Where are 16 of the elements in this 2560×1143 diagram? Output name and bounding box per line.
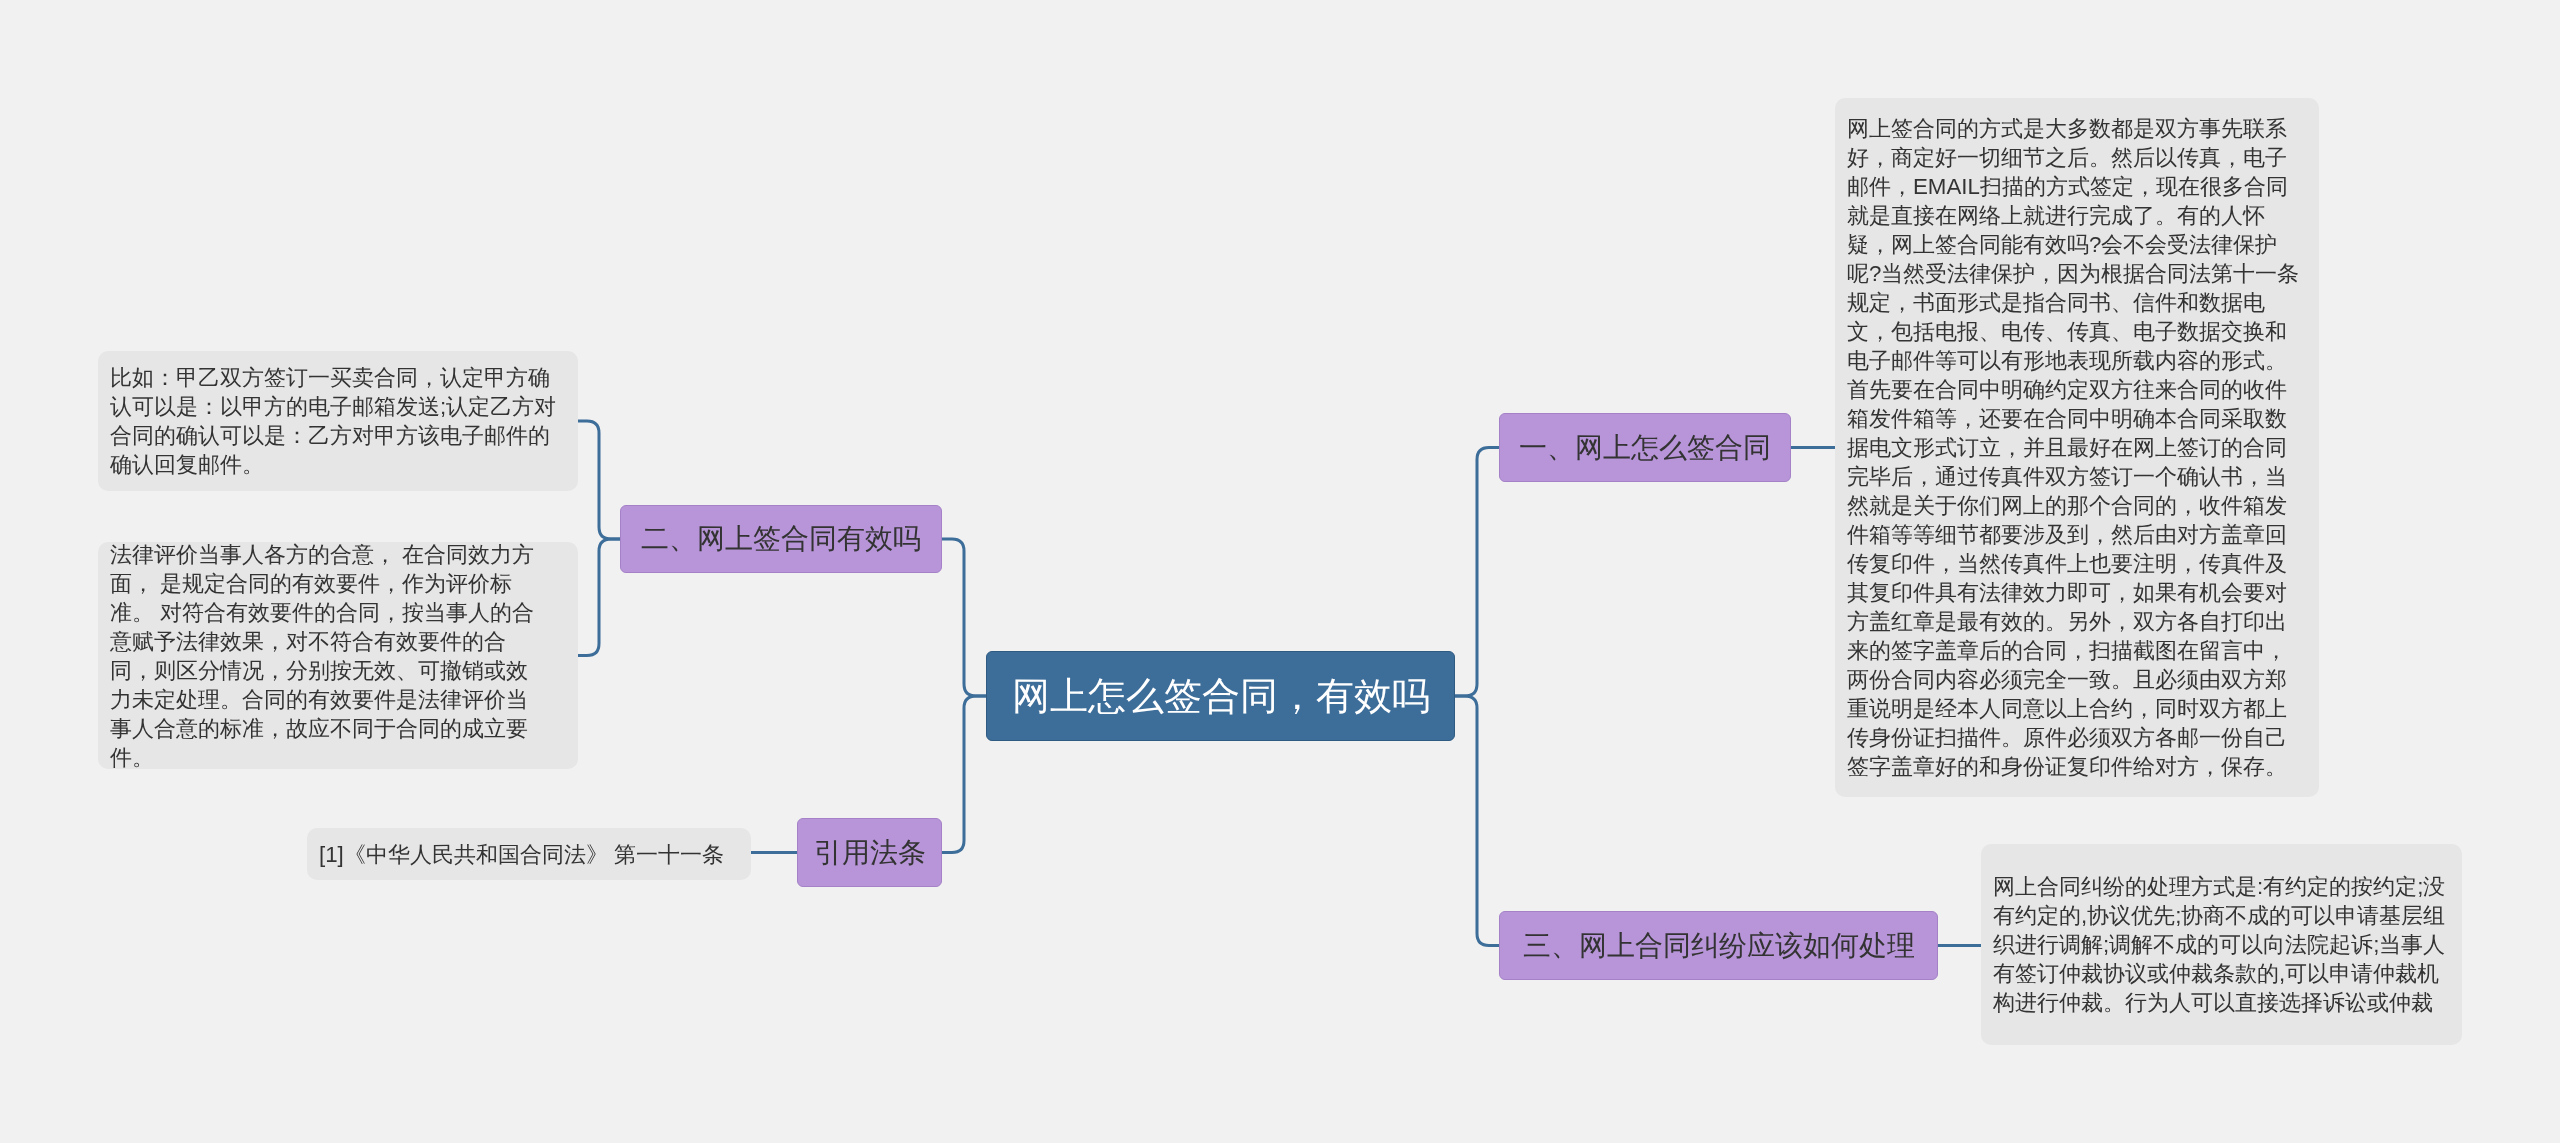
topic-box: 一、网上怎么签合同 <box>1499 413 1791 482</box>
connector <box>578 537 620 657</box>
connector <box>1791 446 1835 449</box>
central-topic-box: 网上怎么签合同，有效吗 <box>986 651 1455 741</box>
note-box: [1]《中华人民共和国合同法》 第一十一条 <box>307 828 751 880</box>
note-box: 法律评价当事人各方的合意， 在合同效力方面， 是规定合同的有效要件，作为评价标准。 对符合有效要件的合同，按当事人的合意赋予法律效果，对不符合有效要件的合同，则区分情况，分别按无效、可撤销或效力未定处理。合同的有效要件是法律评价当事人合意的标准，故应不同于合同的成立要件。 <box>98 542 578 769</box>
topic-box: 三、网上合同纠纷应该如何处理 <box>1499 911 1938 980</box>
connector <box>751 851 797 854</box>
note-box: 网上合同纠纷的处理方式是:有约定的按约定;没有约定的,协议优先;协商不成的可以申请基层组织进行调解;调解不成的可以向法院起诉;当事人有签订仲裁协议或仲裁条款的,可以申请仲裁机构进行仲裁。行为人可以直接选择诉讼或仲裁 <box>1981 844 2462 1045</box>
connector <box>1938 944 1981 947</box>
topic-box: 二、网上签合同有效吗 <box>620 505 942 573</box>
note-box: 网上签合同的方式是大多数都是双方事先联系好，商定好一切细节之后。然后以传真，电子邮件，EMAIL扫描的方式签定，现在很多合同就是直接在网络上就进行完成了。有的人怀疑，网上签合同能有效吗?会不会受法律保护呢?当然受法律保护，因为根据合同法第十一条规定，书面形式是指合同书、信件和数据电文，包括电报、电传、传真、电子数据交换和电子邮件等可以有形地表现所载内容的形式。首先要在合同中明确约定双方往来合同的收件箱发件箱等，还要在合同中明确本合同采取数据电文形式订立，并且最好在网上签订的合同完毕后，通过传真件双方签订一个确认书，当然就是关于你们网上的那个合同的，收件箱发件箱等等细节都要涉及到，然后由对方盖章回传复印件，当然传真件上也要注明，传真件及其复印件具有法律效力即可，如果有机会要对方盖红章是最有效的。另外，双方各自打印出来的签字盖章后的合同，扫描截图在留言中，两份合同内容必须完全一致。且必须由双方郑重说明是经本人同意以上合约，同时双方都上传身份证扫描件。原件必须双方各邮一份自己签字盖章好的和身份证复印件给对方，保存。 <box>1835 98 2319 797</box>
note-box: 比如：甲乙双方签订一买卖合同，认定甲方确认可以是：以甲方的电子邮箱发送;认定乙方对合同的确认可以是：乙方对甲方该电子邮件的确认回复邮件。 <box>98 351 578 491</box>
topic-box: 引用法条 <box>797 818 942 887</box>
connector <box>1455 694 1499 947</box>
connector <box>942 694 986 854</box>
